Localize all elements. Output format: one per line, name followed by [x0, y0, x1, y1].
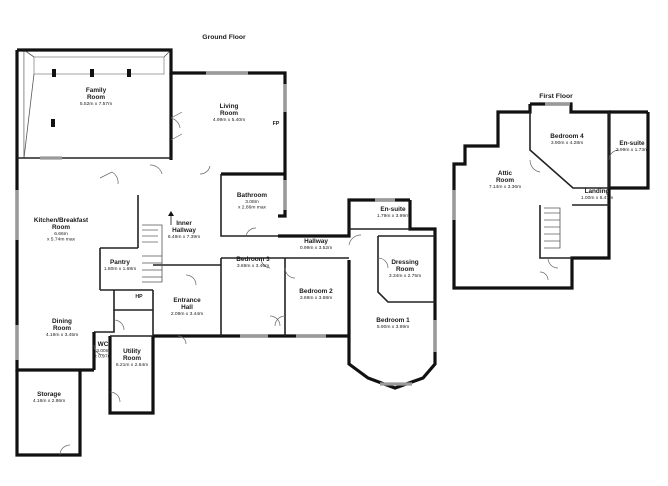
- room-dimensions: 2.09m x 3.44m: [171, 311, 203, 317]
- room-name: Room: [53, 325, 71, 332]
- room-name: Room: [396, 266, 414, 273]
- room-name: WC: [98, 341, 109, 348]
- room-name: Room: [52, 224, 70, 231]
- room-name: Inner: [176, 220, 192, 227]
- room-name: Room: [123, 355, 141, 362]
- ground-floor-title: Ground Floor: [202, 34, 246, 41]
- room-dimensions: 4.99m x 5.40m: [213, 117, 245, 123]
- ground-windows: [15, 71, 437, 386]
- room-dimensions: 6.21m x 2.64m: [116, 362, 148, 368]
- room-dimensions: 3.00m: [96, 348, 110, 354]
- room-dimensions: 1.00m x 6.47m: [581, 195, 613, 201]
- hot-water-label: HP: [135, 294, 143, 300]
- room-name: Utility: [123, 348, 141, 355]
- room-name: En-suite: [380, 206, 406, 213]
- first-outer-walls: [452, 102, 650, 290]
- room-dimensions: 0.99m x 3.52m: [300, 245, 332, 251]
- ground-stairs: [142, 224, 163, 283]
- room-dimensions: 3.34m x 2.75m: [389, 273, 421, 279]
- room-dimensions: 1.79m x 3.99m: [377, 213, 409, 219]
- room-name: Landing: [585, 188, 610, 195]
- room-name: En-suite: [619, 140, 645, 147]
- room-name: Attic: [498, 170, 513, 177]
- room-name: Room: [220, 110, 238, 117]
- room-name: Kitchen/Breakfast: [34, 217, 89, 224]
- first-doors: [529, 149, 620, 281]
- room-dimensions: 5.90m x 3.99m: [377, 324, 409, 330]
- room-name: Hallway: [304, 238, 328, 245]
- room-name: Entrance: [173, 297, 201, 304]
- room-dimensions: 4.16m x 2.86m: [33, 398, 65, 404]
- room-name: Bedroom 2: [299, 288, 333, 295]
- room-dimensions: x 5.74m max: [47, 237, 76, 243]
- ground-arrows: [168, 211, 174, 225]
- room-name: Room: [87, 94, 105, 101]
- room-name: Living: [220, 103, 239, 110]
- room-name: Dining: [52, 318, 72, 325]
- room-dimensions: 2.99m x 1.73m: [616, 147, 648, 153]
- room-name: Pantry: [110, 259, 130, 266]
- fireplace-label: FP: [273, 121, 280, 127]
- family-room-shading: [23, 49, 172, 159]
- room-name: Hall: [181, 304, 193, 311]
- room-dimensions: 1.80m x 1.68m: [104, 266, 136, 272]
- room-label-bedroom4: Bedroom 43.90m x 4.28m: [550, 133, 584, 146]
- first-stairs: [544, 207, 561, 249]
- room-name: Dressing: [391, 259, 418, 266]
- room-name: Bedroom 3: [236, 256, 270, 263]
- room-dimensions: 3.90m x 4.28m: [551, 140, 583, 146]
- first-windows: [452, 102, 570, 220]
- room-name: Room: [496, 177, 514, 184]
- room-name: Family: [86, 87, 107, 94]
- room-label-bedroom2: Bedroom 23.69m x 3.68m: [299, 288, 333, 301]
- room-dimensions: 3.08m: [245, 199, 259, 205]
- room-label-bedroom1: Bedroom 15.90m x 3.99m: [376, 317, 410, 330]
- room-dimensions: x 2.86m max: [238, 205, 267, 211]
- room-name: Bathroom: [237, 192, 267, 199]
- room-dimensions: 6.49m x 7.39m: [168, 234, 200, 240]
- room-name: Hallway: [172, 227, 196, 234]
- room-dimensions: 6.66m: [54, 231, 68, 237]
- room-label-bedroom3: Bedroom 33.69m x 3.46m: [236, 256, 270, 269]
- room-dimensions: x 0.97m: [94, 354, 111, 360]
- room-dimensions: 3.69m x 3.68m: [300, 295, 332, 301]
- first-floor: First Floor: [452, 93, 650, 290]
- room-dimensions: 5.52m x 7.57m: [80, 101, 112, 107]
- room-name: Bedroom 1: [376, 317, 410, 324]
- room-dimensions: 3.69m x 3.46m: [237, 263, 269, 269]
- room-dimensions: 7.14m x 3.36m: [489, 184, 521, 190]
- ground-doors: [59, 111, 389, 456]
- first-floor-title: First Floor: [539, 93, 573, 100]
- room-name: Storage: [37, 391, 61, 398]
- room-name: Bedroom 4: [550, 133, 584, 140]
- room-dimensions: 4.19m x 3.45m: [46, 332, 78, 338]
